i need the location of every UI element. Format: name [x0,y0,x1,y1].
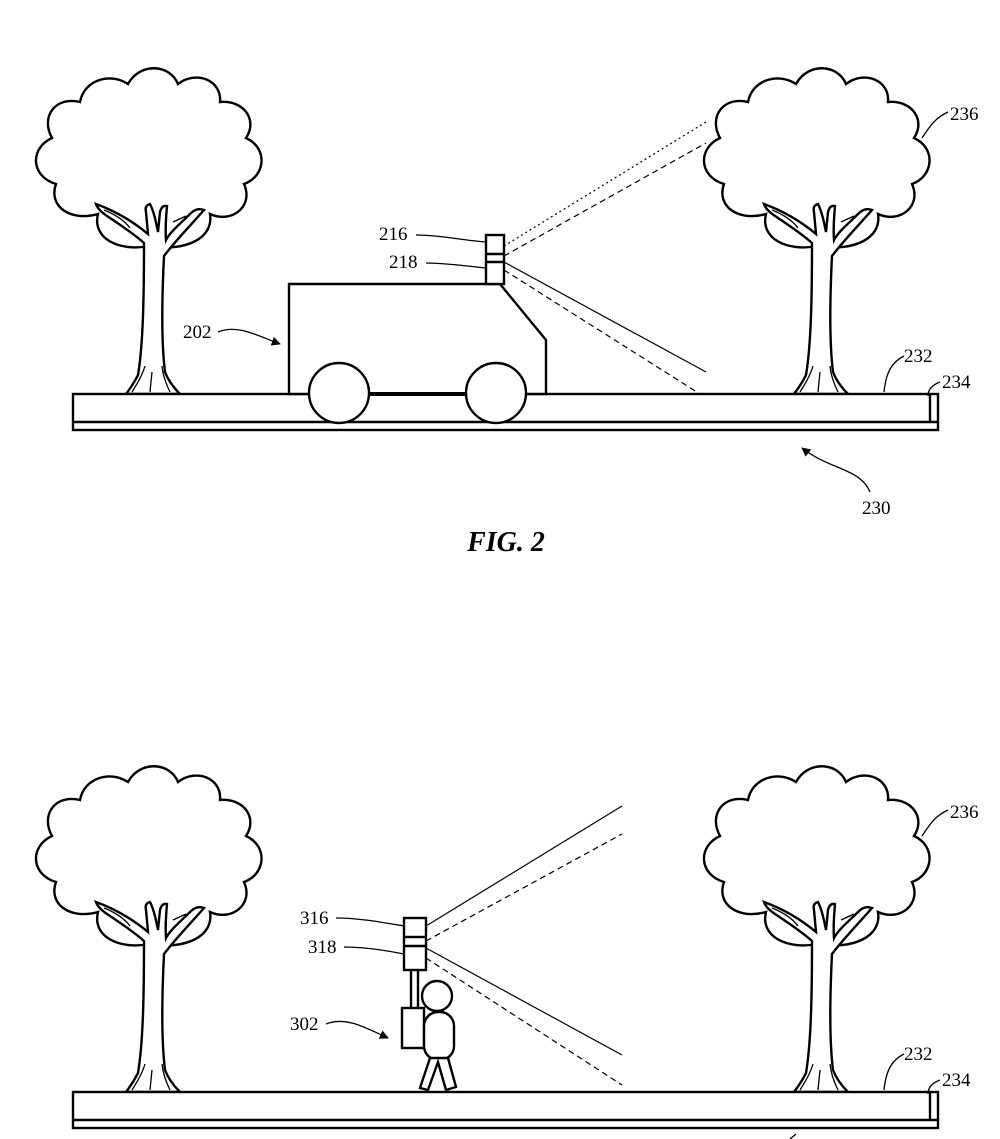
person-legs [418,1056,458,1092]
vehicle [287,233,548,425]
label-232: 232 [904,1044,933,1065]
label-236: 236 [950,802,979,823]
vehicle-sensor-rays [503,121,707,395]
person-sensor-rays [425,805,623,1086]
figure-2-caption: FIG. 2 [466,527,545,558]
cut-off-arrow [789,1133,797,1139]
person-head [420,979,454,1013]
backpack-sensor [402,916,428,972]
label-234: 234 [942,1070,971,1091]
figure-3: 316 318 302 236 232 234 [34,765,979,1139]
label-234: 234 [942,372,971,393]
road [71,1090,940,1130]
label-216: 216 [379,224,408,245]
label-232: 232 [904,346,933,367]
front-wheel [307,361,371,425]
label-316: 316 [300,908,329,929]
label-302: 302 [290,1014,319,1035]
label-236: 236 [950,104,979,125]
tree-left [34,765,263,1094]
label-218: 218 [389,252,418,273]
backpack [400,1006,426,1050]
fig2-leaders [217,111,949,493]
vehicle-sensor-mount [484,233,506,286]
person-torso [422,1010,456,1062]
figure-2: 216 218 202 236 232 234 230 FIG. 2 [34,67,979,558]
person-with-backpack-sensor [400,916,458,1092]
label-202: 202 [183,322,212,343]
rear-wheel [464,361,528,425]
tree-left [34,67,263,396]
label-230: 230 [862,498,891,519]
fig3-leaders [325,809,949,1095]
tree-right [702,765,931,1094]
label-318: 318 [308,937,337,958]
tree-right [702,67,931,396]
